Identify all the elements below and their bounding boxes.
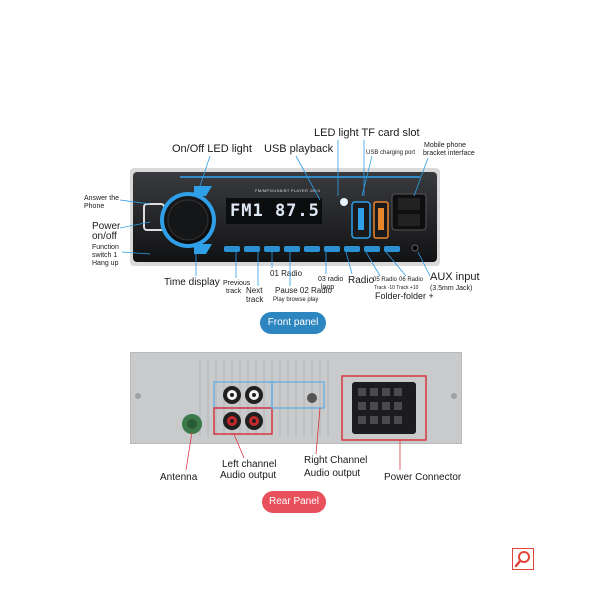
label-left-channel-1: Left channel [222,459,277,470]
rear-panel-badge: Rear Panel [262,491,326,513]
label-power-connector: Power Connector [384,472,462,483]
label-pause-02: Pause 02 Radio [275,286,332,295]
rear-panel-illustration [129,351,463,445]
brand-text: FM/MP3/USB/BT PLAYER 3W/4 [255,188,321,193]
label-radio-01: 01 Radio [270,269,303,278]
label-on-off-led: On/Off LED light [172,143,252,155]
label-mobile-bracket-1: Mobile phone [424,142,467,149]
magnifier-icon[interactable] [512,548,534,570]
label-play-browse: Play browse play [273,297,319,303]
label-time-display: Time display [164,277,220,288]
label-function-1: Function [92,244,119,251]
label-track-10: Track -10 Track +10 [374,285,419,291]
label-answer-phone-1: Answer the [84,195,120,202]
label-radio-05: 05 Radio [373,277,398,283]
label-next-track-2: track [246,295,264,304]
label-led-tf-slot: LED light TF card slot [314,127,420,139]
label-aux-jack: (3.5mm Jack) [430,285,473,292]
label-usb-playback: USB playback [264,143,334,155]
label-folder: Folder-folder + [375,291,434,301]
label-radio-03-2: loop [321,284,335,291]
label-radio-06: 06 Radio [399,277,424,283]
label-power-1: Power [92,221,121,232]
label-next-track-1: Next [246,286,263,295]
label-power-2: on/off [92,231,117,242]
front-panel-badge: Front panel [260,312,326,334]
label-right-channel-1: Right Channel [304,455,368,466]
label-right-channel-2: Audio output [304,468,361,479]
label-prev-track-1: Previous [223,280,251,287]
label-aux-input: AUX input [430,271,480,283]
front-panel-illustration: FM1 87.5 FM/MP3/USB/BT PLAYER 3W/4 [130,168,440,266]
label-usb-charging: USB charging port [366,150,416,156]
label-left-channel-2: Audio output [220,470,277,481]
label-radio-03-1: 03 radio [318,276,344,283]
label-function-3: Hang up [92,260,119,267]
label-answer-phone-2: Phone [84,203,105,210]
rear-panel-drawing [129,351,463,445]
label-function-2: switch 1 [92,252,118,259]
label-radio: Radio [348,275,375,286]
label-mobile-bracket-2: bracket interface [423,150,475,157]
label-prev-track-2: track [226,288,242,295]
lcd-display-text: FM1 87.5 [230,201,320,221]
label-antenna: Antenna [160,472,198,483]
